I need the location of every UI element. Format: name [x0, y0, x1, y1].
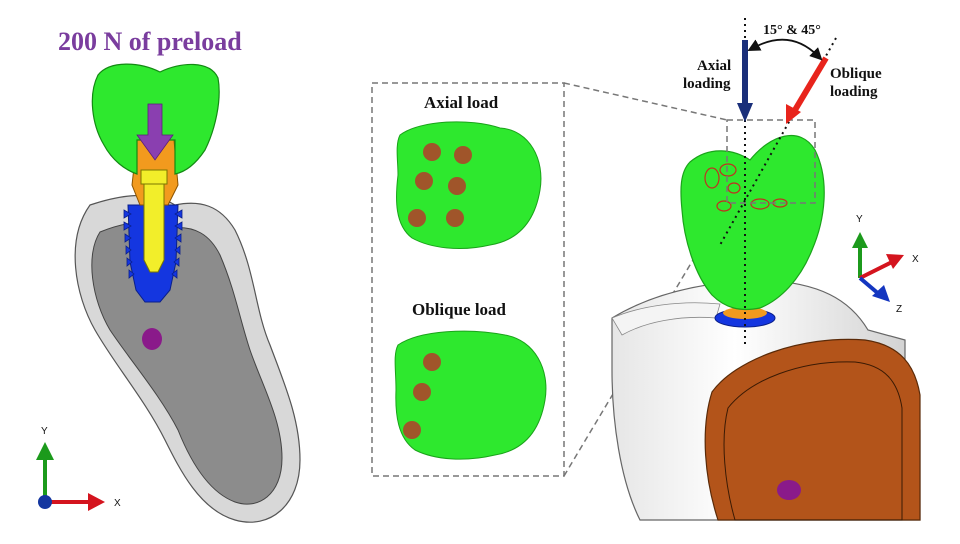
oblique-load-points — [403, 353, 441, 439]
inset-frame — [371, 82, 565, 477]
right-coordinate-triad: Y X Z — [852, 214, 919, 315]
left-coordinate-triad: Y X — [36, 426, 121, 511]
screw-head — [140, 169, 168, 185]
oblique-loading-label-1: Oblique — [830, 66, 882, 82]
oblique-load-arrow — [792, 56, 829, 112]
left-triad-x-label: X — [114, 498, 121, 509]
oblique-loading-label-2: loading — [830, 84, 878, 100]
angle-label: 15° & 45° — [763, 23, 821, 38]
implant-threads — [123, 209, 183, 279]
right-reference-marker — [777, 480, 801, 500]
axial-loading-label-2: loading — [683, 76, 731, 92]
left-triad-y-label: Y — [41, 426, 48, 437]
inset-panel: Axial load Oblique load — [371, 82, 728, 477]
zoom-connector-top — [563, 82, 728, 121]
right-triad-x-label: X — [912, 254, 919, 265]
oblique-load-title: Oblique load — [412, 300, 507, 319]
abutment-screw — [143, 169, 165, 273]
bone-block-inner-outline — [723, 361, 903, 521]
preload-title: 200 N of preload — [58, 27, 242, 56]
right-triad-z-label: Z — [896, 304, 902, 315]
preload-arrow — [136, 103, 174, 161]
right-triad-y-label: Y — [856, 214, 863, 225]
angle-arc — [747, 38, 823, 61]
axial-load-points — [408, 143, 472, 227]
zoom-region-box — [726, 119, 816, 204]
right-panel: 15° & 45° Axial loading Oblique loading … — [611, 18, 921, 521]
left-panel: 200 N of preload — [36, 27, 301, 523]
bone-block-section-face — [704, 338, 921, 521]
axial-load-title: Axial load — [424, 93, 499, 112]
reference-marker — [142, 328, 162, 350]
axial-loading-label-1: Axial — [697, 58, 731, 74]
crown-3d — [680, 134, 825, 311]
